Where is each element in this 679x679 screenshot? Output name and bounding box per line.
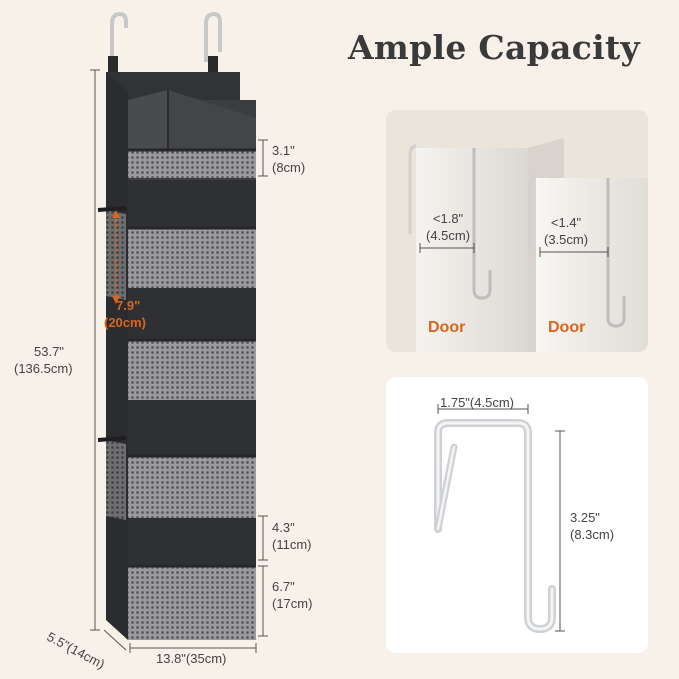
door-b-thickness: <1.4" (3.5cm)	[544, 214, 588, 248]
pocket-depth-arrow	[112, 210, 120, 304]
door-a-thickness: <1.8" (4.5cm)	[426, 210, 470, 244]
shelf-gap-cm: (11cm)	[272, 537, 312, 552]
shelf-gap-in: 4.3"	[272, 520, 295, 535]
door-b-thickness-cm: (3.5cm)	[544, 232, 589, 247]
door-a	[416, 148, 528, 352]
top-pocket-in: 3.1"	[272, 143, 295, 158]
hook-height-in: 3.25"	[570, 510, 600, 525]
pocket-depth-in: 7.9"	[116, 298, 141, 313]
hook-height-label: 3.25" (8.3cm)	[570, 509, 614, 543]
total-height-cm: (136.5cm)	[14, 361, 73, 376]
shelf-gap-label: 4.3" (11cm)	[272, 519, 311, 553]
page-title: Ample Capacity	[348, 28, 640, 67]
door-b-hook	[528, 174, 537, 250]
side-strap-upper	[97, 206, 127, 212]
mesh-pocket-2	[128, 228, 256, 288]
side-strap-lower	[97, 436, 127, 442]
door-b-thickness-in: <1.4"	[550, 215, 582, 230]
total-height-in: 53.7"	[34, 344, 64, 359]
metal-hook	[434, 419, 556, 634]
hook-height-cm: (8.3cm)	[570, 527, 615, 542]
mesh-pocket-3	[128, 340, 256, 400]
hook-width-label: 1.75"(4.5cm)	[440, 395, 514, 410]
bottom-pocket-in: 6.7"	[272, 579, 295, 594]
door-illustration	[386, 110, 648, 352]
pocket-depth-cm: (20cm)	[104, 315, 146, 330]
door-a-label: Door	[428, 319, 466, 336]
top-pocket-label: 3.1" (8cm)	[272, 142, 305, 176]
door-b	[536, 178, 648, 352]
bottom-pocket-label: 6.7" (17cm)	[272, 578, 312, 612]
top-hook-right	[204, 11, 222, 86]
bottom-pocket-cm: (17cm)	[272, 596, 313, 611]
side-panel	[106, 72, 128, 640]
side-mesh-lower	[106, 440, 126, 520]
total-height-label: 53.7" (136.5cm)	[14, 343, 73, 377]
mesh-pocket-1	[128, 150, 256, 178]
door-a-thickness-in: <1.8"	[432, 211, 464, 226]
width-label: 13.8"(35cm)	[156, 651, 227, 666]
door-a-thickness-cm: (4.5cm)	[426, 228, 471, 243]
door-fit-panel: <1.8" (4.5cm) <1.4" (3.5cm) Door Door	[386, 110, 648, 352]
organizer-illustration	[90, 11, 268, 653]
pocket-depth-label: 7.9" (20cm)	[104, 297, 146, 331]
door-a-hook	[408, 144, 417, 234]
door-b-label: Door	[548, 319, 586, 336]
hook-size-panel: 1.75"(4.5cm) 3.25" (8.3cm)	[386, 377, 648, 653]
mesh-pocket-4	[128, 456, 256, 518]
mesh-pocket-5	[128, 566, 256, 640]
hook-illustration	[434, 404, 565, 634]
top-hook-left	[108, 11, 128, 86]
top-pocket-cm: (8cm)	[272, 160, 306, 175]
